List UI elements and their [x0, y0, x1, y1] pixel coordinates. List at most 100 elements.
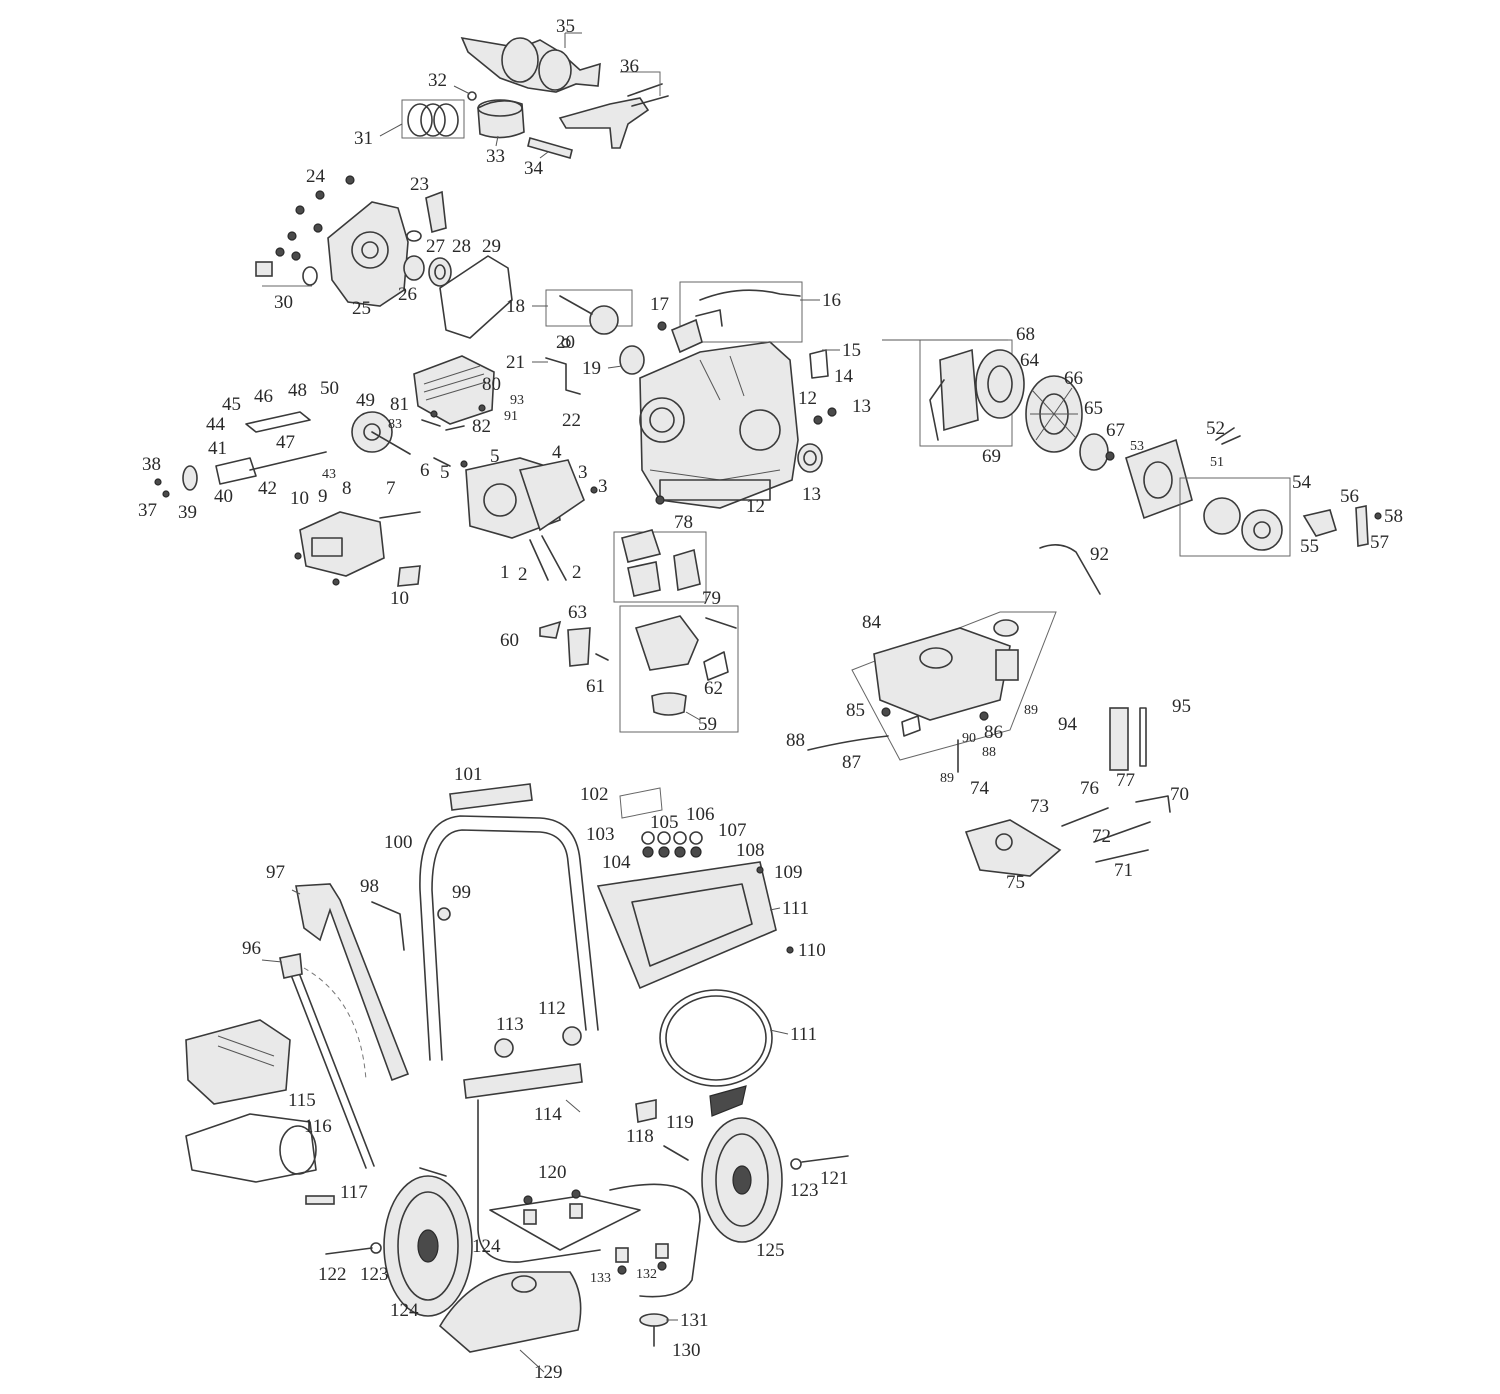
- callout-75: 73: [1030, 796, 1049, 817]
- callout-103: 101: [454, 764, 483, 785]
- washer: [406, 230, 422, 242]
- callout-109: 107: [718, 820, 747, 841]
- callout-66: 64: [1020, 350, 1040, 371]
- callout-34: 32: [428, 70, 447, 91]
- callout-101: 99: [452, 882, 471, 903]
- callout-20: 18: [506, 296, 525, 317]
- callout-115: 113: [496, 1014, 524, 1035]
- callout-120: 118: [626, 1126, 654, 1147]
- callout-53: 51: [1210, 455, 1224, 470]
- callout-10: 10: [290, 488, 309, 509]
- foot-129: [639, 1313, 669, 1327]
- vibration-mounts-130: [615, 1243, 669, 1275]
- callout-3: 3: [578, 462, 588, 483]
- callout-5b: 5: [440, 462, 450, 483]
- callout-23: 21: [506, 352, 525, 373]
- callout-48: 46: [254, 386, 273, 407]
- hose-reel: [659, 989, 773, 1117]
- callout-127: 129: [534, 1362, 563, 1383]
- callout-1: 1: [500, 562, 510, 583]
- rod-74: [1093, 821, 1151, 843]
- callout-88: 86: [984, 722, 1003, 743]
- callout-11: 10: [390, 588, 409, 609]
- callout-9: 9: [318, 486, 328, 507]
- callout-38: 36: [620, 56, 639, 77]
- callout-119: 117: [340, 1182, 368, 1203]
- callout-111b: 110: [798, 940, 826, 961]
- callout-121: 119: [666, 1112, 694, 1133]
- base-frame: [477, 1099, 701, 1298]
- push-rod-2: [541, 535, 567, 581]
- drain-plug: [255, 261, 273, 277]
- callout-62: 60: [500, 630, 519, 651]
- spray-gun: [295, 883, 410, 1082]
- callout-79: 77: [1116, 770, 1135, 791]
- callout-128: 130: [672, 1340, 701, 1361]
- callout-99: 97: [266, 862, 285, 883]
- callout-92: 88: [982, 745, 996, 760]
- knob-114: [562, 1026, 582, 1046]
- callout-3b: 3: [598, 476, 608, 497]
- callout-131: 133: [590, 1271, 611, 1286]
- axle-bolts: [325, 1155, 849, 1255]
- callout-116: 114: [534, 1104, 562, 1125]
- rod-73: [1095, 849, 1149, 863]
- callout-33: 31: [354, 128, 373, 149]
- callout-85: 83: [388, 417, 402, 432]
- callout-94: 90: [962, 731, 976, 746]
- key-119: [305, 1195, 335, 1205]
- callout-50: 48: [288, 380, 307, 401]
- callout-52: 50: [320, 378, 339, 399]
- callout-5: 5: [490, 446, 500, 467]
- camshaft-gear: [351, 411, 411, 455]
- callout-78: 76: [1080, 778, 1099, 799]
- callout-35: 33: [486, 146, 505, 167]
- hose-clip: [619, 787, 663, 819]
- wheel-left: [383, 1175, 473, 1317]
- fan-cover: [1125, 438, 1193, 520]
- fasteners-row: [641, 831, 703, 858]
- callout-63: 61: [586, 676, 605, 697]
- pump-mount-122: [523, 1189, 583, 1225]
- governor-arm: [545, 357, 581, 395]
- callout-122: 120: [538, 1162, 567, 1183]
- dipstick: [655, 495, 665, 505]
- callout-93: 89: [940, 771, 954, 786]
- leader-lines: [261, 85, 1008, 1373]
- part-6: [433, 457, 451, 467]
- fuel-line-89: [807, 735, 889, 751]
- callout-69: 67: [1106, 420, 1125, 441]
- callout-98: 96: [242, 938, 261, 959]
- callout-47: 45: [222, 394, 241, 415]
- callout-26: 24: [306, 166, 326, 187]
- pull-handle-95: [1039, 544, 1101, 595]
- governor-shaft: [425, 190, 447, 234]
- callout-82: 80: [482, 374, 501, 395]
- cylinder-head: [465, 457, 585, 539]
- callout-71: 69: [982, 446, 1001, 467]
- callout-68: 66: [1064, 368, 1083, 389]
- callout-102: 100: [384, 832, 413, 853]
- sediment-cup-65: [567, 627, 591, 667]
- callout-124: 123: [790, 1180, 819, 1201]
- push-rod-1: [529, 539, 549, 581]
- bearing-21: [619, 345, 645, 375]
- callout-37: 35: [556, 16, 575, 37]
- callout-21: 19: [582, 358, 601, 379]
- clip-132: [419, 1167, 447, 1177]
- rocker-shaft: [379, 511, 421, 519]
- callout-124b: 123: [360, 1264, 389, 1285]
- connecting-rod: [558, 71, 669, 149]
- oil-seal-28: [403, 255, 425, 281]
- tool-tray: [596, 861, 777, 990]
- callout-39: 37: [138, 500, 157, 521]
- callout-43: 41: [208, 438, 227, 459]
- callout-83: 81: [390, 394, 409, 415]
- callout-51: 49: [356, 390, 375, 411]
- callout-54: 52: [1206, 418, 1225, 439]
- callout-97: 95: [1172, 696, 1191, 717]
- bolt-101: [437, 907, 451, 921]
- callout-27: 25: [352, 298, 371, 319]
- starter-cup: [1079, 433, 1109, 471]
